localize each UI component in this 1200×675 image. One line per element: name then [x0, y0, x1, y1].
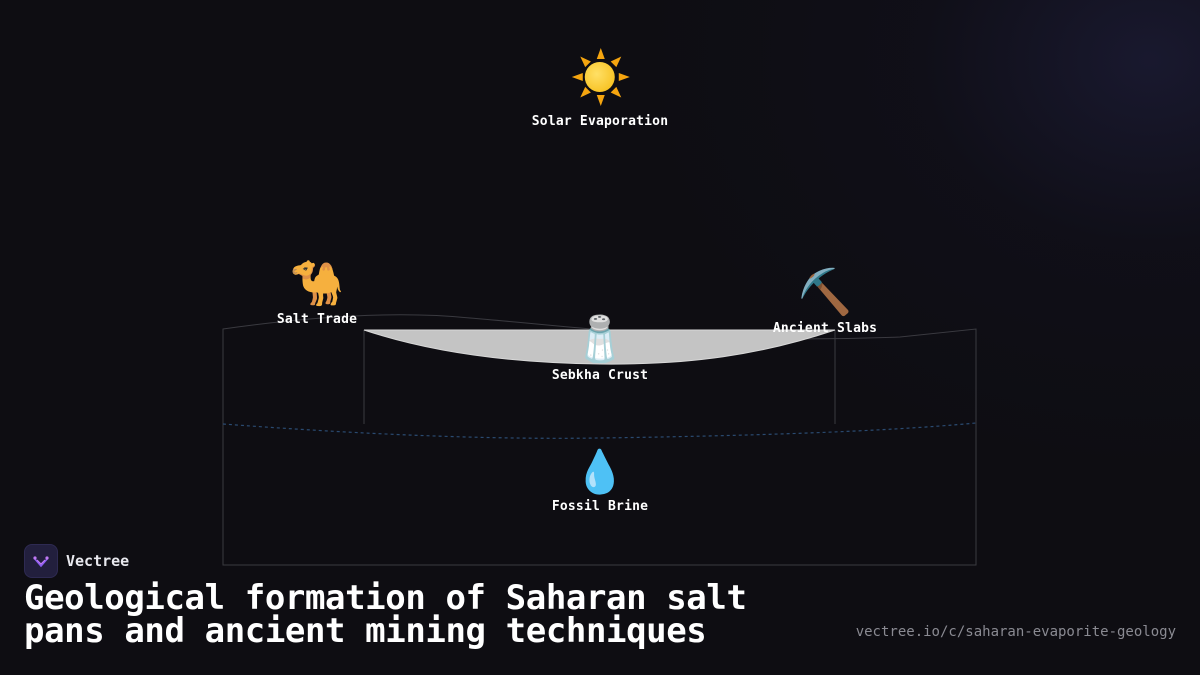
page-title: Geological formation of Saharan salt pan… [24, 578, 747, 651]
node-fossil-brine: 💧 Fossil Brine [551, 447, 649, 515]
brand-name: Vectree [66, 552, 130, 570]
node-solar-evaporation: Solar Evaporation [532, 48, 668, 129]
node-label-solar: Solar Evaporation [531, 114, 669, 129]
vectree-logo-icon [24, 544, 58, 578]
salt-crust-lens [363, 329, 836, 365]
basin-outline [222, 314, 977, 566]
source-url[interactable]: vectree.io/c/saharan-evaporite-geology [855, 624, 1176, 640]
node-label-crust: Sebkha Crust [551, 368, 649, 383]
node-sebkha-crust: 🧂 Sebkha Crust [551, 314, 649, 384]
node-salt-trade: 🐪 Salt Trade [276, 258, 358, 328]
camel-icon: 🐪 [289, 258, 345, 309]
node-ancient-slabs: ⛏️ Ancient Slabs [772, 267, 878, 337]
brand: Vectree [24, 544, 129, 578]
water-table-line [222, 422, 977, 439]
node-label-trade: Salt Trade [276, 312, 358, 327]
water-drop-icon: 💧 [573, 447, 627, 496]
node-label-slabs: Ancient Slabs [772, 321, 878, 336]
pickaxe-icon: ⛏️ [797, 267, 853, 318]
sun-icon [571, 48, 630, 106]
node-label-brine: Fossil Brine [551, 499, 649, 514]
salt-shaker-icon: 🧂 [572, 314, 628, 365]
